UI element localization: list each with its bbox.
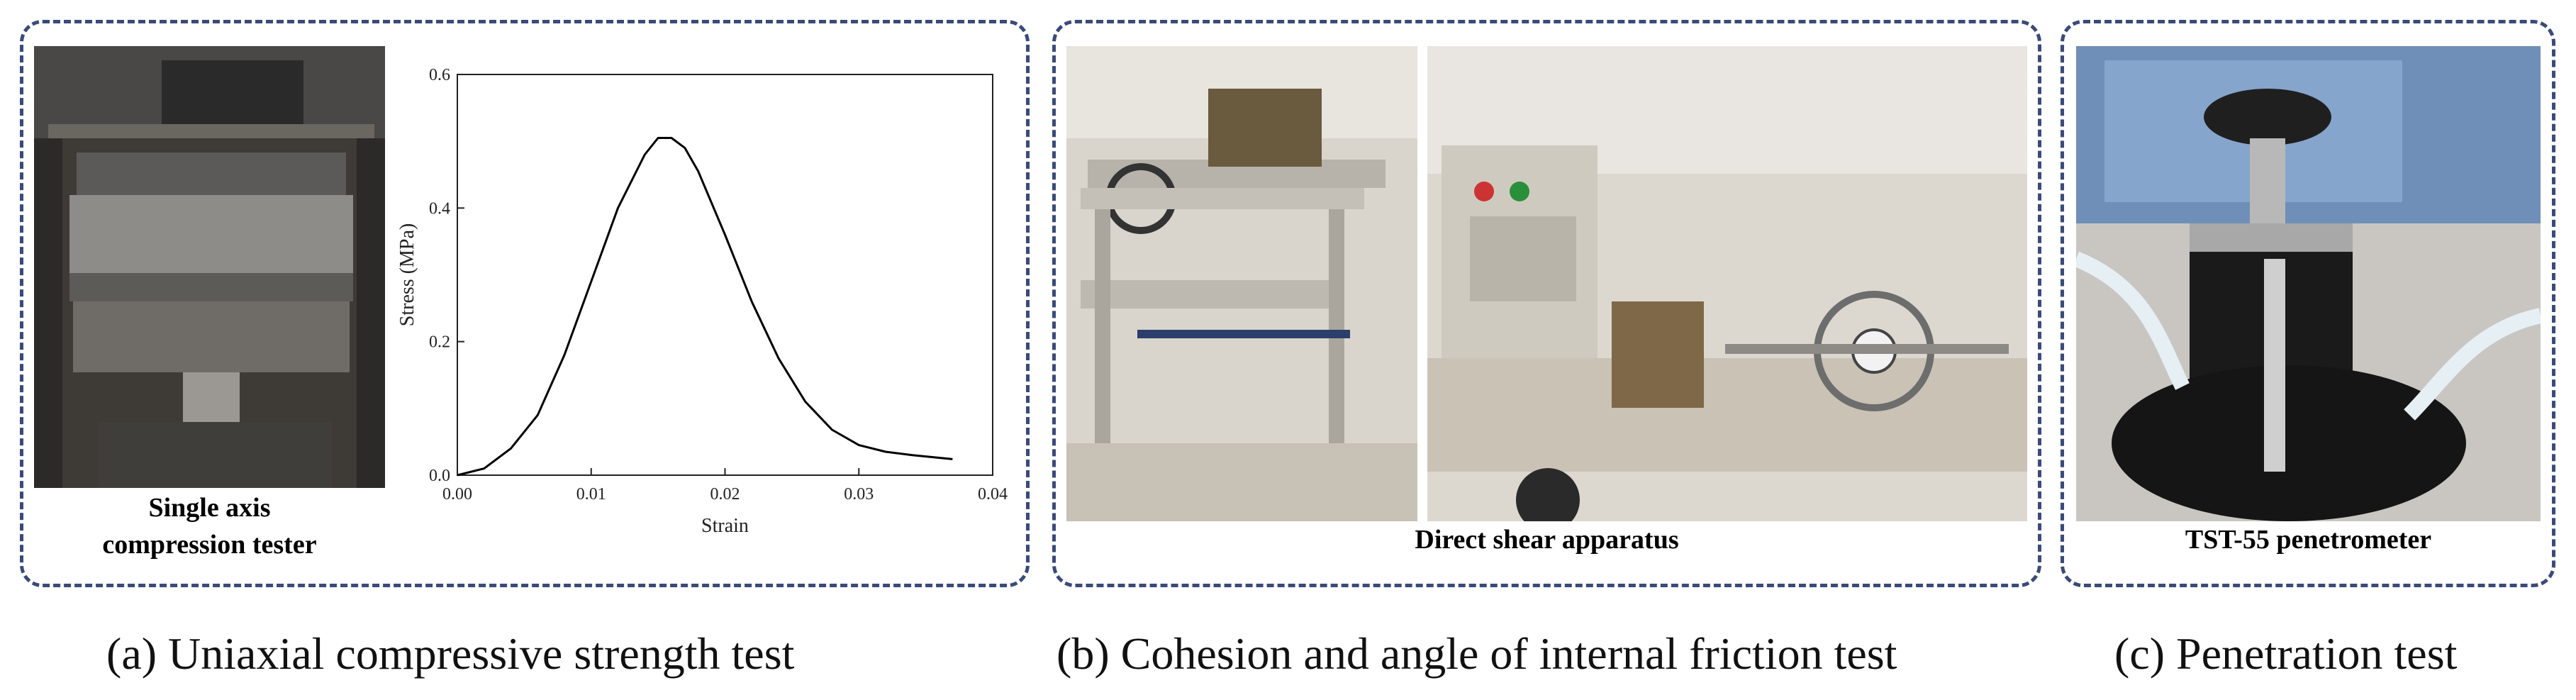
caption-a: (a) Uniaxial compressive strength test [106, 628, 795, 679]
compression-tester-label-line2: compression tester [102, 530, 317, 560]
shear-apparatus-label: Direct shear apparatus [1066, 521, 2027, 568]
stress-strain-curve [457, 137, 953, 477]
penetrometer-label: TST-55 penetrometer [2076, 521, 2541, 568]
panel-a-frame [20, 20, 1030, 587]
shear-apparatus-photo-right [1427, 46, 2027, 543]
x-tick-label: 0.02 [710, 485, 740, 504]
shear-apparatus-label-text: Direct shear apparatus [1415, 525, 1679, 555]
x-tick-label: 0.00 [442, 485, 472, 504]
penetrometer-photo [2076, 46, 2541, 543]
y-tick-label: 0.6 [429, 66, 450, 84]
panel-b-frame [1052, 20, 2041, 587]
panel-c-frame [2061, 20, 2555, 587]
y-axis-label: Stress (MPa) [397, 223, 418, 326]
shear-apparatus-photo-left [1066, 46, 1417, 543]
x-tick-label: 0.04 [978, 485, 1008, 504]
compression-tester-label-line1: Single axis [148, 493, 271, 523]
caption-b: (b) Cohesion and angle of internal frict… [1056, 628, 1897, 679]
y-tick-label: 0.4 [429, 199, 450, 218]
compression-tester-photo [34, 46, 385, 543]
x-tick-label: 0.01 [576, 485, 606, 504]
caption-c: (c) Penetration test [2114, 628, 2458, 679]
y-tick-label: 0.0 [429, 467, 450, 485]
compression-tester-label: Single axis compression tester [34, 488, 385, 567]
y-tick-label: 0.2 [429, 333, 450, 352]
penetrometer-label-text: TST-55 penetrometer [2185, 525, 2432, 555]
x-axis-label: Strain [701, 515, 749, 537]
x-tick-label: 0.03 [844, 485, 874, 504]
